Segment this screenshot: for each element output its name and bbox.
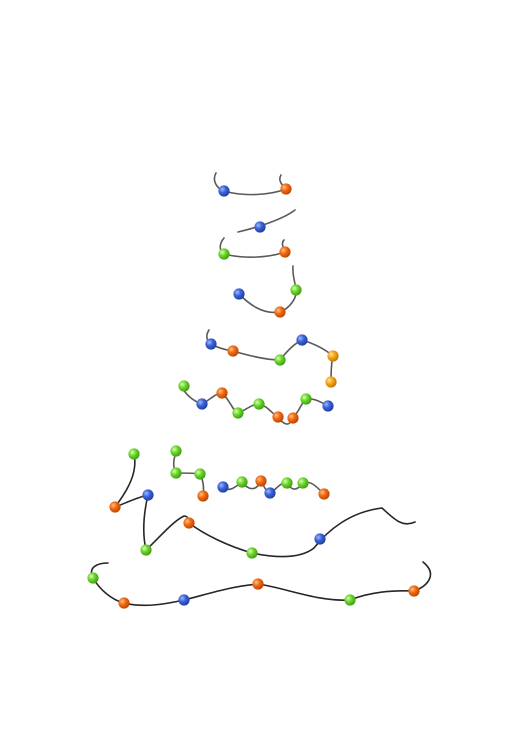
orange-bulb	[118, 597, 130, 609]
green-bulb	[274, 354, 286, 366]
strand-5-wire	[206, 329, 334, 383]
green-bulb	[297, 477, 309, 489]
green-bulb	[281, 477, 293, 489]
green-bulb	[344, 594, 356, 606]
blue-bulb	[254, 221, 266, 233]
blue-bulb	[142, 489, 154, 501]
green-bulb	[218, 248, 230, 260]
orange-bulb	[255, 475, 267, 487]
orange-bulb	[318, 488, 330, 500]
orange-bulb	[183, 517, 195, 529]
green-bulb	[128, 448, 140, 460]
green-bulb	[140, 544, 152, 556]
blue-bulb	[296, 334, 308, 346]
strand-4-wire	[238, 265, 297, 314]
green-bulb	[290, 284, 302, 296]
blue-bulb	[233, 288, 245, 300]
orange-bulb	[216, 387, 228, 399]
strand-7-wire	[112, 453, 416, 558]
blue-bulb	[217, 481, 229, 493]
green-bulb	[194, 468, 206, 480]
orange-bulb	[408, 585, 420, 597]
blue-bulb	[205, 338, 217, 350]
blue-bulb	[264, 487, 276, 499]
green-bulb	[178, 380, 190, 392]
green-bulb	[170, 467, 182, 479]
blue-bulb	[178, 594, 190, 606]
blue-bulb	[314, 533, 326, 545]
orange-bulb	[279, 246, 291, 258]
amber-bulb	[327, 350, 339, 362]
orange-bulb	[197, 490, 209, 502]
green-bulb	[300, 393, 312, 405]
strand-3-wire	[219, 237, 287, 258]
orange-bulb	[109, 501, 121, 513]
green-bulb	[246, 547, 258, 559]
orange-bulb	[272, 411, 284, 423]
blue-bulb	[196, 398, 208, 410]
orange-bulb	[287, 412, 299, 424]
orange-bulb	[274, 306, 286, 318]
green-bulb	[170, 445, 182, 457]
green-bulb	[87, 572, 99, 584]
strand-2-wire	[237, 209, 296, 233]
green-bulb	[236, 476, 248, 488]
strand-10-wire	[90, 561, 432, 607]
strand-1-wire	[213, 172, 288, 196]
orange-bulb	[280, 183, 292, 195]
orange-bulb	[252, 578, 264, 590]
blue-bulb	[322, 400, 334, 412]
green-bulb	[253, 398, 265, 410]
blue-bulb	[218, 185, 230, 197]
strand-8-wire	[172, 450, 205, 497]
orange-bulb	[227, 345, 239, 357]
green-bulb	[232, 407, 244, 419]
amber-bulb	[325, 376, 337, 388]
